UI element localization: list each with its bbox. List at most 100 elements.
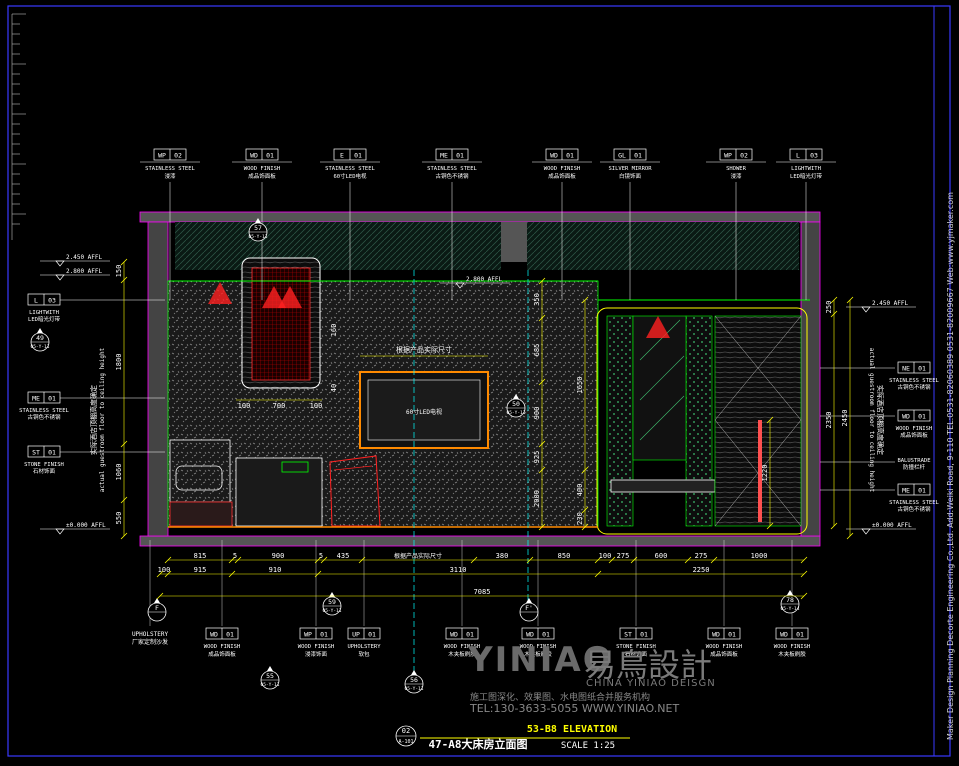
level-floor-right: ±0.000 AFFL — [872, 522, 912, 529]
dim-center-tick — [538, 277, 546, 285]
tag-number: 01 — [48, 395, 56, 403]
dim-center-b-tick — [581, 296, 589, 304]
section-sheet: 05-Y-14 — [781, 606, 800, 612]
top-callout-en: STAINLESS STEEL — [145, 166, 195, 172]
drawing-ref-number: 02 — [402, 727, 410, 735]
dim-bottom1-value: 600 — [655, 552, 668, 560]
watermark-tel: TEL:130-3633-5055 WWW.YINIAO.NET — [470, 702, 680, 715]
top-material-tag: GL 01 — [613, 148, 647, 161]
top-callout-cn: LED暗光灯带 — [790, 172, 822, 180]
section-arrow — [787, 590, 793, 595]
left-callout-en: LIGHTWITH — [29, 310, 59, 316]
spot-light-beam — [646, 316, 670, 338]
top-callout-cn: 浸漆 — [730, 172, 742, 180]
right-callout-cn: 古铜色不锈钢 — [897, 505, 931, 513]
dim-right-tick — [830, 310, 838, 318]
dim-center-b-tick — [581, 506, 589, 514]
dim-bottom1-value: 275 — [695, 552, 708, 560]
desk — [235, 457, 323, 527]
tag-code: L — [34, 297, 38, 305]
watermark-line: 施工图深化、效果图、水电图纸合并服务机构 — [470, 693, 651, 703]
tag-code: ME — [902, 487, 910, 495]
dim-bottom1-tick — [470, 556, 478, 564]
dim-bottom2-value: 915 — [194, 566, 207, 574]
dim-bottom1-tick — [234, 556, 242, 564]
tag-number: 01 — [796, 631, 804, 639]
dim-bottom1-tick — [228, 556, 236, 564]
bottom-material-tag: WD 01 — [521, 627, 555, 640]
top-callout-en: SHOWER — [726, 166, 747, 172]
section-sheet: 05-Y-11 — [31, 344, 50, 350]
dim-bottom1-value: 850 — [558, 552, 571, 560]
bottom-callout-en: WOOD FINISH — [298, 644, 334, 650]
dim-bottom1-value: 275 — [617, 552, 630, 560]
bottom-callout-cn: 木夹板刷胶 — [524, 650, 552, 658]
bottom-callout-en: WOOD FINISH — [774, 644, 810, 650]
dim-inner-value: 40 — [330, 384, 338, 392]
section-sheet: 05-Y-11 — [507, 410, 526, 416]
dim-center-b-value: 230 — [576, 512, 584, 525]
bottom-callout-en: UPHOLSTERY — [132, 631, 169, 638]
section-arrow — [37, 328, 43, 333]
tag-number: 01 — [368, 631, 376, 639]
vanity-top — [610, 479, 716, 493]
bottom-callout-en: WOOD FINISH — [520, 644, 556, 650]
dim-inner-value: 100 — [310, 402, 323, 410]
dim-right-value: 250 — [825, 301, 833, 314]
tag-code: WP — [304, 631, 312, 639]
watermark-logo: YINIAO — [468, 640, 614, 680]
dim-center-tick — [538, 314, 546, 322]
left-callout-cn: LED暗光灯带 — [28, 315, 60, 323]
dim-bottom1-tick — [608, 556, 616, 564]
tag-code: GL — [618, 152, 626, 160]
tag-code: WD — [526, 631, 534, 639]
bottom-callout-cn: 石材饰面 — [625, 650, 648, 658]
dim-bottom2-tick — [228, 570, 236, 578]
section-number: 50 — [512, 400, 520, 408]
tag-number: 01 — [320, 631, 328, 639]
bottom-callout-en: STONE FINISH — [616, 644, 656, 650]
dim-bottom1-tick — [710, 556, 718, 564]
tag-number: 01 — [634, 152, 642, 160]
bottom-callout-en: WOOD FINISH — [204, 644, 240, 650]
mirror-strip-right — [685, 315, 713, 527]
tag-number: 03 — [48, 297, 56, 305]
tag-number: 01 — [48, 449, 56, 457]
right-callout-en: STAINLESS STEEL — [889, 378, 939, 384]
right-callout-en: BALUSTRADE — [897, 458, 930, 464]
dim-right-total-tick — [846, 296, 854, 304]
dim-right-handle-value: 1220 — [761, 465, 769, 482]
tag-number: 01 — [542, 631, 550, 639]
dim-left-value: 450 — [115, 0, 128, 2]
dim-center-tick — [538, 466, 546, 474]
dim-bottom1-tick — [630, 556, 638, 564]
dim-right-value: 2350 — [825, 412, 833, 429]
tag-code: UP — [352, 631, 360, 639]
tag-number: 03 — [810, 152, 818, 160]
side-credit: Maker Design Planning Decorte Engineerin… — [946, 192, 955, 740]
tag-code: WP — [724, 152, 732, 160]
dim-total-value: 7085 — [474, 588, 491, 596]
dim-bottom2-tick — [164, 570, 172, 578]
dim-bottom1-tick — [358, 556, 366, 564]
left-material-tag: L 03 — [27, 293, 61, 306]
dim-total-tick — [800, 592, 808, 600]
dim-bottom2-tick — [800, 570, 808, 578]
dim-bottom1-value: 1000 — [751, 552, 768, 560]
tag-number: 01 — [918, 365, 926, 373]
right-callout-cn: 古铜色不锈钢 — [897, 383, 931, 391]
dim-bottom2-value: 100 — [158, 566, 171, 574]
section-arrow — [526, 598, 532, 603]
dim-right-tick — [830, 296, 838, 304]
left-wall — [147, 221, 169, 537]
section-number: 55 — [266, 672, 274, 680]
level-floor-left: ±0.000 AFFL — [66, 522, 106, 529]
tv-dim-note: 根据产品实际尺寸 — [396, 345, 452, 354]
bottom-material-tag: UP 01 — [347, 627, 381, 640]
